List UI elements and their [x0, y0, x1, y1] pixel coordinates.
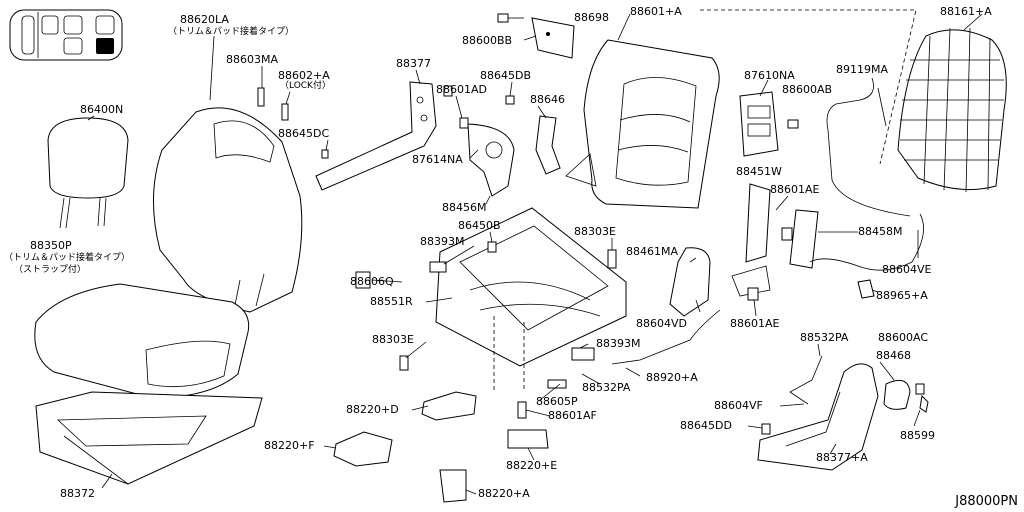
- cover-88220D: [421, 391, 477, 421]
- label-88620LA-note: （トリム＆パッド接着タイプ）: [168, 27, 295, 37]
- cable-89119MA: [826, 77, 911, 217]
- label-88377A: 88377+A: [816, 451, 868, 464]
- label-88645DC: 88645DC: [278, 127, 330, 140]
- seat-back-frame-88601A: [565, 39, 720, 209]
- label-88698: 88698: [574, 11, 609, 24]
- label-88393M-bot: 88393M: [596, 337, 641, 350]
- cover-88220E: [507, 429, 549, 449]
- cushion-base-88372: [35, 391, 263, 485]
- seat-cushion-88350P: [34, 283, 250, 399]
- label-88161A: 88161+A: [940, 5, 992, 18]
- label-88220A: 88220+A: [478, 487, 530, 500]
- label-88601AF: 88601AF: [548, 409, 597, 422]
- label-88920A: 88920+A: [646, 371, 698, 384]
- label-87610NA: 87610NA: [744, 69, 795, 82]
- cable-88604VF: [789, 355, 823, 405]
- label-88600BB: 88600BB: [462, 34, 513, 47]
- label-88599: 88599: [900, 429, 935, 442]
- label-88532PA-bot: 88532PA: [582, 381, 631, 394]
- label-88458M: 88458M: [858, 225, 903, 238]
- label-88965A: 88965+A: [876, 289, 928, 302]
- clip-88599: [919, 394, 929, 413]
- label-88220F: 88220+F: [264, 439, 315, 452]
- label-88604VF: 88604VF: [714, 399, 763, 412]
- knob-88468: [883, 379, 911, 410]
- label-88350P-note2: （ストラップ付）: [14, 265, 87, 275]
- label-86450B: 86450B: [458, 219, 501, 232]
- label-88372: 88372: [60, 487, 95, 500]
- vehicle-seat-locator-icon: [9, 9, 123, 61]
- switch-87610NA: [739, 91, 779, 157]
- label-88606Q: 88606Q: [350, 275, 394, 288]
- seat-cushion-frame-88551R: [435, 207, 627, 392]
- label-88220D: 88220+D: [346, 403, 399, 416]
- label-88602A-note: （LOCK付）: [280, 81, 331, 91]
- label-88602A: 88602+A: [278, 69, 330, 82]
- seat-back-trim-88620LA: [152, 107, 303, 313]
- label-88377: 88377: [396, 57, 431, 70]
- cover-88220A: [439, 469, 467, 503]
- back-pad-88161A: [700, 9, 1007, 193]
- label-88350P-note1: （トリム＆パッド接着タイプ）: [4, 253, 131, 263]
- label-88646: 88646: [530, 93, 565, 106]
- bracket-88451W: [731, 183, 771, 297]
- label-88605P: 88605P: [536, 395, 578, 408]
- side-rail-88377: [315, 81, 437, 191]
- label-88468: 88468: [876, 349, 911, 362]
- label-88461MA: 88461MA: [626, 245, 679, 258]
- cable-88604VE: [809, 213, 924, 299]
- label-87614NA: 87614NA: [412, 153, 463, 166]
- label-88601AE-top: 88601AE: [770, 183, 820, 196]
- label-89119MA: 89119MA: [836, 63, 889, 76]
- bracket-88646: [535, 115, 561, 175]
- label-88303E-left: 88303E: [372, 333, 414, 346]
- label-88604VE: 88604VE: [882, 263, 932, 276]
- label-88601A: 88601+A: [630, 5, 682, 18]
- label-88532PA-top: 88532PA: [800, 331, 849, 344]
- leader-lines: [87, 13, 983, 495]
- label-88603MA: 88603MA: [226, 53, 279, 66]
- label-88393M-top: 88393M: [420, 235, 465, 248]
- label-88601AE-bot: 88601AE: [730, 317, 780, 330]
- recliner-cover-88456M: [467, 123, 515, 197]
- label-88600AB: 88600AB: [782, 83, 833, 96]
- label-88645DB: 88645DB: [480, 69, 532, 82]
- label-88220E: 88220+E: [506, 459, 558, 472]
- label-88451W: 88451W: [736, 165, 782, 178]
- label-88601AD: 88601AD: [436, 83, 487, 96]
- cover-88220F: [333, 431, 393, 467]
- label-88303E-top: 88303E: [574, 225, 616, 238]
- label-86400N: 86400N: [80, 103, 124, 116]
- cable-88920A: [611, 309, 721, 365]
- side-panel-88461MA: [669, 247, 711, 317]
- label-88456M: 88456M: [442, 201, 487, 214]
- bracket-88458M: [789, 209, 819, 269]
- label-88551R: 88551R: [370, 295, 413, 308]
- label-88350P: 88350P: [30, 239, 72, 252]
- label-88645DD: 88645DD: [680, 419, 732, 432]
- label-88604VD: 88604VD: [636, 317, 687, 330]
- label-88620LA: 88620LA: [180, 13, 229, 26]
- side-trim-88377A: [757, 363, 879, 471]
- cover-88698: [531, 17, 575, 59]
- diagram-code: J88000PN: [955, 494, 1018, 509]
- bolt-88600BB: [497, 13, 524, 23]
- headrest-86400N: [47, 117, 129, 229]
- label-88600AC: 88600AC: [878, 331, 929, 344]
